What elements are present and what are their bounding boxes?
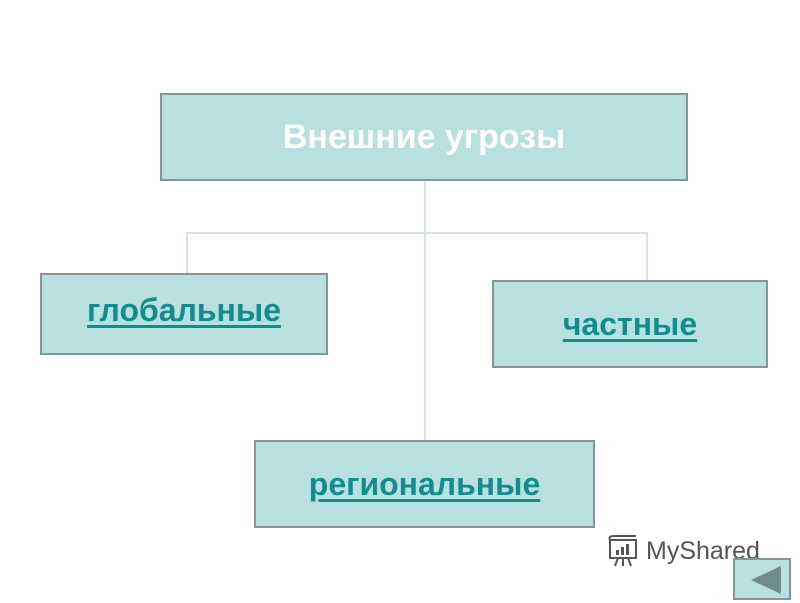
back-button[interactable] [733,558,791,600]
connector-left [186,232,188,273]
root-title: Внешние угрозы [282,117,566,156]
link-regional[interactable]: региональные [308,465,541,502]
node-global: глобальные [40,273,328,355]
presentation-board-icon [608,535,637,567]
connector-right [646,232,648,280]
link-private[interactable]: частные [562,305,698,342]
root-node: Внешние угрозы [160,93,688,181]
triangle-left-icon [751,566,781,594]
connector-trunk [424,181,426,440]
node-private: частные [492,280,768,368]
node-regional: региональные [254,440,595,528]
connector-horizontal [186,232,648,234]
link-global[interactable]: глобальные [87,291,281,328]
